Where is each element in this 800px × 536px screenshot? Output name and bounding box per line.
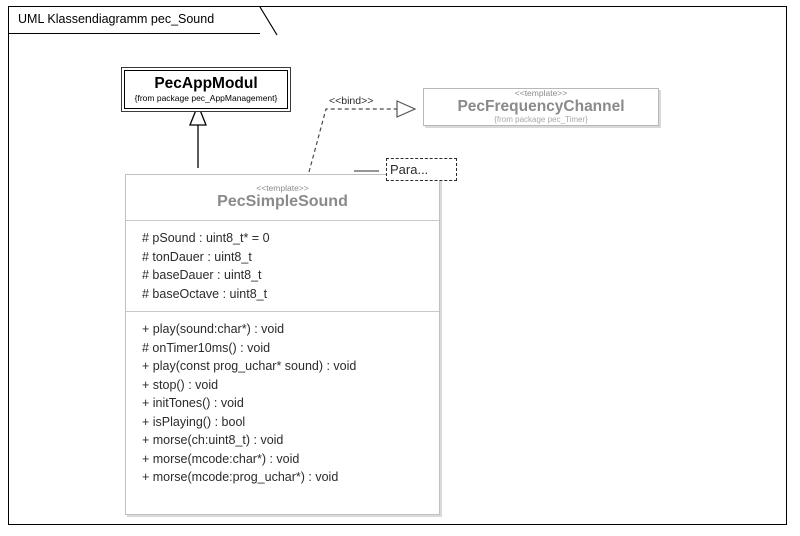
- class-header-pecsimplesound: <<template>> PecSimpleSound: [126, 175, 439, 221]
- generalization-connector-pecsimplesound-to-pecappmodul[interactable]: [189, 103, 207, 168]
- methods-compartment: + play(sound:char*) : void # onTimer10ms(…: [126, 312, 439, 514]
- attribute-row[interactable]: # baseOctave : uint8_t: [142, 286, 268, 301]
- parameter-label-box[interactable]: Para...: [386, 158, 457, 181]
- attributes-compartment: # pSound : uint8_t* = 0 # tonDauer : uint…: [126, 221, 439, 312]
- class-box-pecappmodul[interactable]: PecAppModul {from package pec_AppManagem…: [121, 67, 291, 112]
- bind-connector-pecsimplesound-to-pecfrequencychannel[interactable]: [308, 100, 417, 173]
- method-row[interactable]: + initTones() : void: [142, 396, 244, 410]
- frame-tab-corner-cut: [259, 6, 278, 36]
- method-row[interactable]: + morse(mcode:char*) : void: [142, 451, 300, 466]
- class-name-pecsimplesound: PecSimpleSound: [217, 192, 348, 210]
- class-box-pecappmodul-inner-border: PecAppModul {from package pec_AppManagem…: [124, 70, 288, 109]
- frame-title-label: UML Klassendiagramm pec_Sound: [18, 12, 215, 26]
- method-row[interactable]: + morse(mcode:prog_uchar*) : void: [142, 470, 339, 484]
- bind-stereotype-label: <<bind>>: [329, 95, 374, 107]
- class-package-pecfrequencychannel: {from package pec_Timer}: [494, 115, 588, 125]
- generalization-arrowhead: [189, 103, 207, 126]
- class-package-pecappmodul: {from package pec_AppManagement}: [134, 93, 278, 104]
- method-row[interactable]: # onTimer10ms() : void: [142, 340, 271, 355]
- connector-layer: [189, 100, 417, 173]
- attribute-row[interactable]: # tonDauer : uint8_t: [142, 249, 252, 264]
- class-box-pecfrequencychannel[interactable]: <<template>> PecFrequencyChannel {from p…: [423, 88, 659, 126]
- class-name-pecappmodul: PecAppModul: [154, 74, 258, 92]
- class-stereotype-pecfrequencychannel: <<template>>: [514, 88, 568, 98]
- class-stereotype-pecsimplesound: <<template>>: [256, 182, 309, 193]
- class-name-pecfrequencychannel: PecFrequencyChannel: [457, 98, 625, 116]
- frame-title-tab: UML Klassendiagramm pec_Sound: [9, 7, 261, 34]
- bind-arrowhead: [396, 100, 417, 118]
- bind-dashed-line: [308, 108, 406, 173]
- class-box-pecsimplesound[interactable]: <<template>> PecSimpleSound # pSound : u…: [125, 174, 440, 515]
- attribute-row[interactable]: # pSound : uint8_t* = 0: [142, 231, 270, 245]
- method-row[interactable]: + isPlaying() : bool: [142, 414, 246, 429]
- method-row[interactable]: + play(sound:char*) : void: [142, 322, 285, 336]
- method-row[interactable]: + stop() : void: [142, 377, 219, 392]
- parameter-label-text: Para...: [390, 162, 429, 177]
- attribute-row[interactable]: # baseDauer : uint8_t: [142, 268, 262, 282]
- method-row[interactable]: + play(const prog_uchar* sound) : void: [142, 359, 357, 373]
- diagram-frame: UML Klassendiagramm pec_Sound PecAppModu…: [8, 6, 787, 525]
- method-row[interactable]: + morse(ch:uint8_t) : void: [142, 433, 284, 447]
